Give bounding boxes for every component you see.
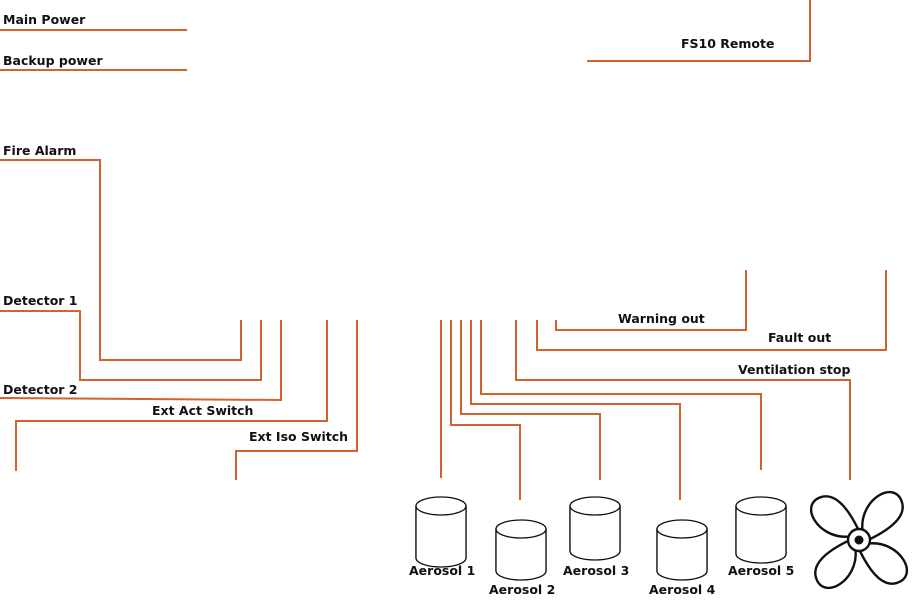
ext-act-switch-wire [15, 320, 328, 471]
fire-alarm-wire [0, 159, 242, 361]
aerosol-1-label: Aerosol 1 [409, 563, 475, 578]
aerosol-cylinder-icon [495, 519, 547, 581]
aerosol-4-label: Aerosol 4 [649, 582, 716, 597]
warning-out-label: Warning out [618, 311, 705, 326]
aerosol-5-label: Aerosol 5 [728, 563, 794, 578]
warning-out-wire [555, 270, 747, 331]
backup-power-label: Backup power [3, 53, 103, 68]
aerosol-2-wire [450, 320, 521, 500]
aerosol-cylinder-icon [569, 496, 621, 561]
aerosol-4-wire [470, 320, 681, 500]
fault-out-label: Fault out [768, 330, 831, 345]
aerosol-cylinder-icon [735, 496, 787, 564]
aerosol-3-label: Aerosol 3 [563, 563, 629, 578]
aerosol-cylinder-icon [415, 496, 467, 568]
aerosol-cylinder-icon [656, 519, 708, 581]
aerosol-5-wire [480, 320, 762, 470]
ventilation-stop-label: Ventilation stop [738, 362, 850, 377]
ext-iso-switch-label: Ext Iso Switch [249, 429, 348, 444]
ventilation-stop-wire [515, 320, 851, 480]
ext-iso-switch-wire [235, 320, 358, 480]
aerosol-2-label: Aerosol 2 [489, 582, 555, 597]
ext-act-switch-label: Ext Act Switch [152, 403, 253, 418]
aerosol-3-wire [460, 320, 601, 480]
detector-2-wire [0, 320, 282, 402]
detector-1-wire [0, 310, 262, 381]
fire-alarm-label: Fire Alarm [3, 143, 76, 158]
detector-2-label: Detector 2 [3, 382, 78, 397]
fs10-remote-wire [587, 0, 811, 62]
labels: Main Power Backup power Fire Alarm Detec… [3, 12, 850, 597]
fs10-remote-label: FS10 Remote [681, 36, 774, 51]
ventilation-fan-icon [809, 490, 909, 590]
detector-1-label: Detector 1 [3, 293, 78, 308]
main-power-label: Main Power [3, 12, 86, 27]
wires [0, 0, 887, 500]
fault-out-wire [536, 270, 887, 351]
